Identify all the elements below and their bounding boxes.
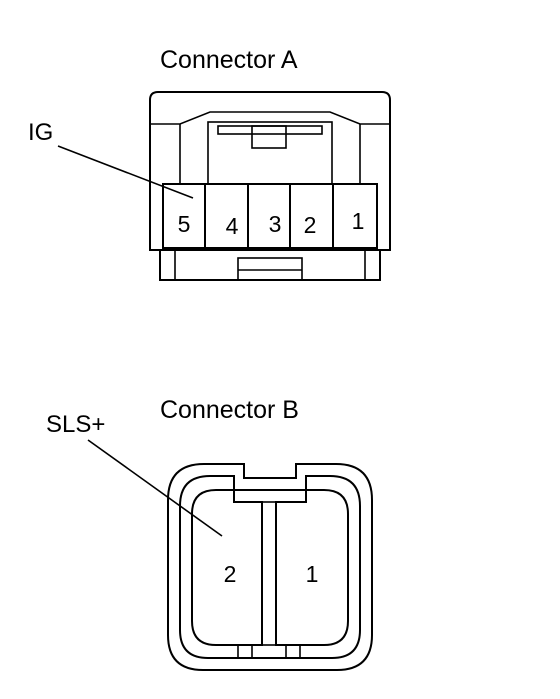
connector-a-pin-1: 1 [352,208,365,234]
connector-a-pin-2: 2 [304,212,317,238]
connector-b-title: Connector B [160,396,299,424]
connector-a-leader-line [57,145,194,199]
connector-b-pin-2: 2 [224,561,237,587]
connector-a: Connector A 5 4 [28,46,391,281]
connector-a-pin-5: 5 [178,211,191,237]
connector-b-leader-line [87,439,223,537]
connector-b-callout-sls-plus: SLS+ [46,411,105,438]
connector-b: Connector B 2 1 SLS+ [46,396,373,671]
connector-b-housing [167,463,373,671]
connector-b-pin-1: 1 [306,561,319,587]
connector-a-callout-ig: IG [28,119,53,146]
connector-a-title: Connector A [160,46,298,74]
connector-a-pin-row: 5 4 3 2 1 [162,183,378,249]
connector-a-pin-3: 3 [269,211,282,237]
connector-a-pin-4: 4 [226,213,239,239]
